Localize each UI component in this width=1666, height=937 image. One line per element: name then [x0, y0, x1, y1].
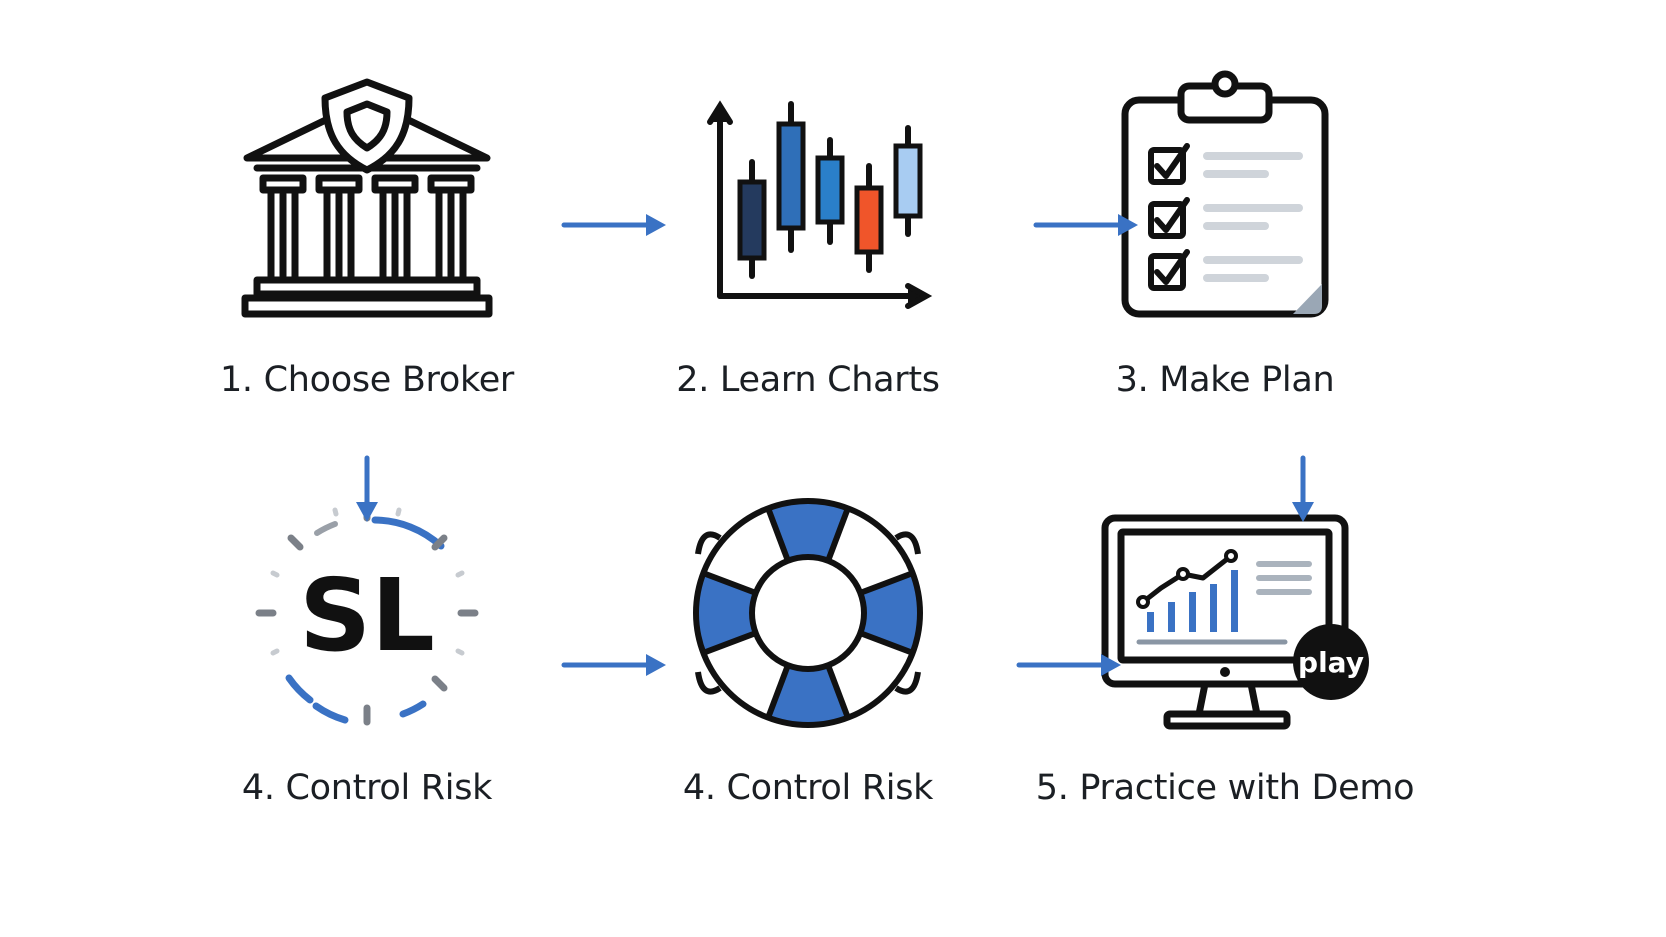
play-badge-text: play — [1298, 646, 1364, 679]
step-make-plan: 3. Make Plan — [1025, 70, 1425, 410]
monitor-demo-icon: play — [1101, 514, 1369, 730]
step-choose-broker: 1. Choose Broker — [167, 70, 567, 410]
bank-shield-icon — [241, 78, 493, 318]
arrow-right-icon — [561, 654, 666, 676]
step-label: 5. Practice with Demo — [1035, 768, 1415, 808]
step-label: 4. Control Risk — [241, 768, 493, 808]
lifebuoy-icon — [693, 498, 923, 728]
step-label: 2. Learn Charts — [676, 360, 940, 400]
arrow-down-icon — [1292, 455, 1314, 522]
stop-loss-dial-icon: SL — [255, 500, 479, 726]
step-control-risk-stop-loss: SL 4. Control Risk — [167, 478, 567, 818]
arrow-right-icon — [1033, 214, 1138, 236]
step-label: 4. Control Risk — [682, 768, 934, 808]
step-label: 1. Choose Broker — [219, 360, 515, 400]
arrow-right-icon — [1016, 654, 1121, 676]
arrow-down-icon — [356, 455, 378, 522]
step-label: 3. Make Plan — [1115, 360, 1335, 400]
step-control-risk-lifebuoy: 4. Control Risk — [608, 478, 1008, 818]
candlestick-chart-icon — [707, 100, 933, 309]
sl-badge-text: SL — [299, 557, 435, 674]
clipboard-checklist-icon — [1121, 70, 1329, 318]
arrow-right-icon — [561, 214, 666, 236]
step-practice-demo: play 5. Practice with Demo — [1025, 478, 1425, 818]
step-learn-charts: 2. Learn Charts — [608, 70, 1008, 410]
